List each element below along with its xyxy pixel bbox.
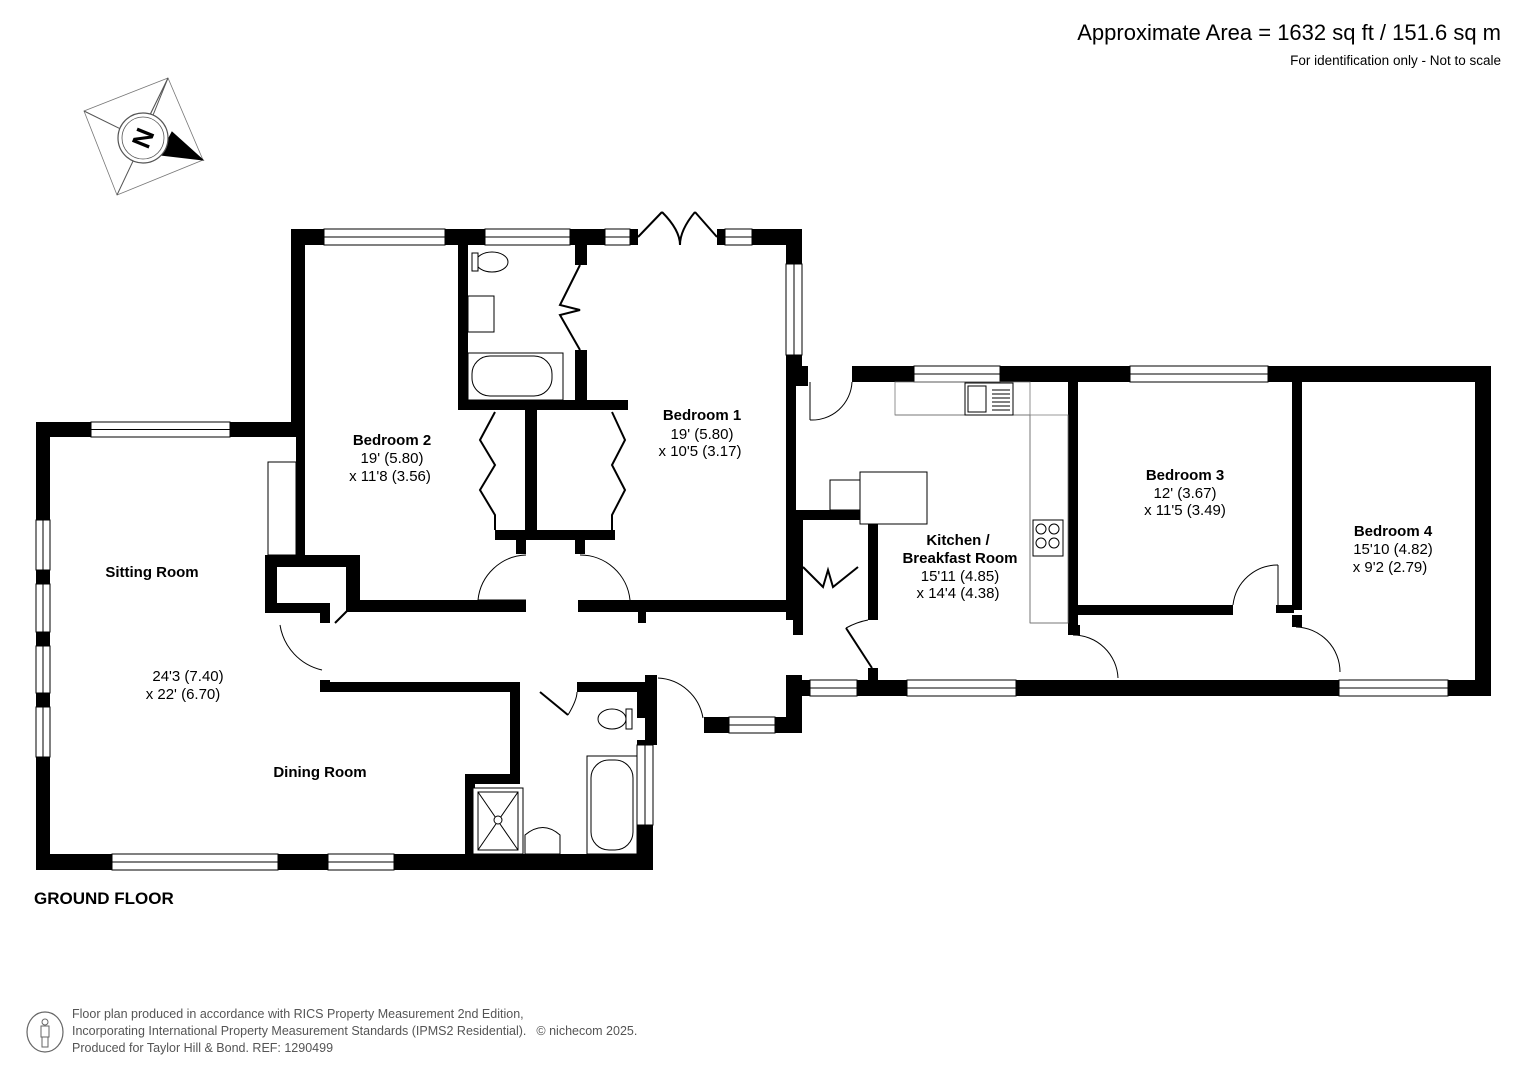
footer-line-2-text: Incorporating International Property Mea… bbox=[72, 1024, 527, 1038]
toilet-icon bbox=[597, 708, 627, 730]
svg-text:12' (3.67): 12' (3.67) bbox=[1154, 485, 1217, 502]
basin-icon bbox=[524, 827, 561, 855]
compass-rose-icon: N bbox=[83, 77, 205, 196]
room-sitting: Sitting Room 24'3 (7.40) x 22' (6.70) bbox=[105, 564, 223, 703]
kitchen-island bbox=[859, 471, 928, 525]
basin-icon bbox=[467, 295, 495, 333]
walls bbox=[36, 229, 1491, 870]
room-bedroom-3: Bedroom 3 12' (3.67) x 11'5 (3.49) bbox=[1144, 467, 1226, 519]
fixtures bbox=[267, 251, 1069, 855]
room-kitchen-breakfast: Kitchen / Breakfast Room 15'11 (4.85) x … bbox=[902, 532, 1017, 602]
room-bedroom-1: Bedroom 1 19' (5.80) x 10'5 (3.17) bbox=[659, 407, 742, 460]
svg-text:19' (5.80): 19' (5.80) bbox=[671, 426, 734, 443]
footer-line-2: Incorporating International Property Mea… bbox=[72, 1023, 637, 1040]
svg-text:24'3 (7.40): 24'3 (7.40) bbox=[152, 668, 223, 685]
room-bedroom-4: Bedroom 4 15'10 (4.82) x 9'2 (2.79) bbox=[1353, 523, 1433, 576]
svg-text:19' (5.80): 19' (5.80) bbox=[361, 450, 424, 467]
approximate-area: Approximate Area = 1632 sq ft / 151.6 sq… bbox=[1077, 20, 1501, 45]
svg-text:x 22' (6.70): x 22' (6.70) bbox=[146, 686, 221, 703]
svg-text:Breakfast Room: Breakfast Room bbox=[902, 550, 1017, 567]
svg-text:x 9'2 (2.79): x 9'2 (2.79) bbox=[1353, 559, 1428, 576]
windows bbox=[35, 228, 1449, 871]
person-icon bbox=[26, 1011, 64, 1053]
svg-text:15'11 (4.85): 15'11 (4.85) bbox=[921, 568, 999, 585]
toilet-icon bbox=[475, 251, 509, 273]
doors bbox=[279, 211, 1341, 719]
footer-line-3: Produced for Taylor Hill & Bond. REF: 12… bbox=[72, 1041, 334, 1055]
floor-label: GROUND FLOOR bbox=[34, 889, 174, 908]
svg-text:Bedroom 3: Bedroom 3 bbox=[1146, 467, 1224, 484]
room-bedroom-2: Bedroom 2 19' (5.80) x 11'8 (3.56) bbox=[349, 432, 431, 485]
svg-text:Kitchen /: Kitchen / bbox=[926, 532, 990, 549]
svg-text:x 14'4 (4.38): x 14'4 (4.38) bbox=[917, 585, 1000, 602]
disclaimer: For identification only - Not to scale bbox=[1290, 53, 1501, 68]
svg-text:Bedroom 1: Bedroom 1 bbox=[663, 407, 741, 424]
svg-text:x 10'5 (3.17): x 10'5 (3.17) bbox=[659, 443, 742, 460]
footer: Floor plan produced in accordance with R… bbox=[72, 1006, 637, 1057]
svg-text:x 11'8 (3.56): x 11'8 (3.56) bbox=[349, 468, 431, 485]
svg-text:Sitting Room: Sitting Room bbox=[105, 564, 198, 581]
footer-line-1: Floor plan produced in accordance with R… bbox=[72, 1007, 524, 1021]
svg-text:Dining Room: Dining Room bbox=[273, 764, 366, 781]
room-dining: Dining Room bbox=[273, 764, 366, 781]
svg-text:Bedroom 2: Bedroom 2 bbox=[353, 432, 431, 449]
svg-text:x 11'5 (3.49): x 11'5 (3.49) bbox=[1144, 502, 1226, 519]
copyright: © nichecom 2025. bbox=[536, 1024, 638, 1038]
svg-text:15'10 (4.82): 15'10 (4.82) bbox=[1353, 541, 1433, 558]
svg-text:Bedroom 4: Bedroom 4 bbox=[1354, 523, 1433, 540]
